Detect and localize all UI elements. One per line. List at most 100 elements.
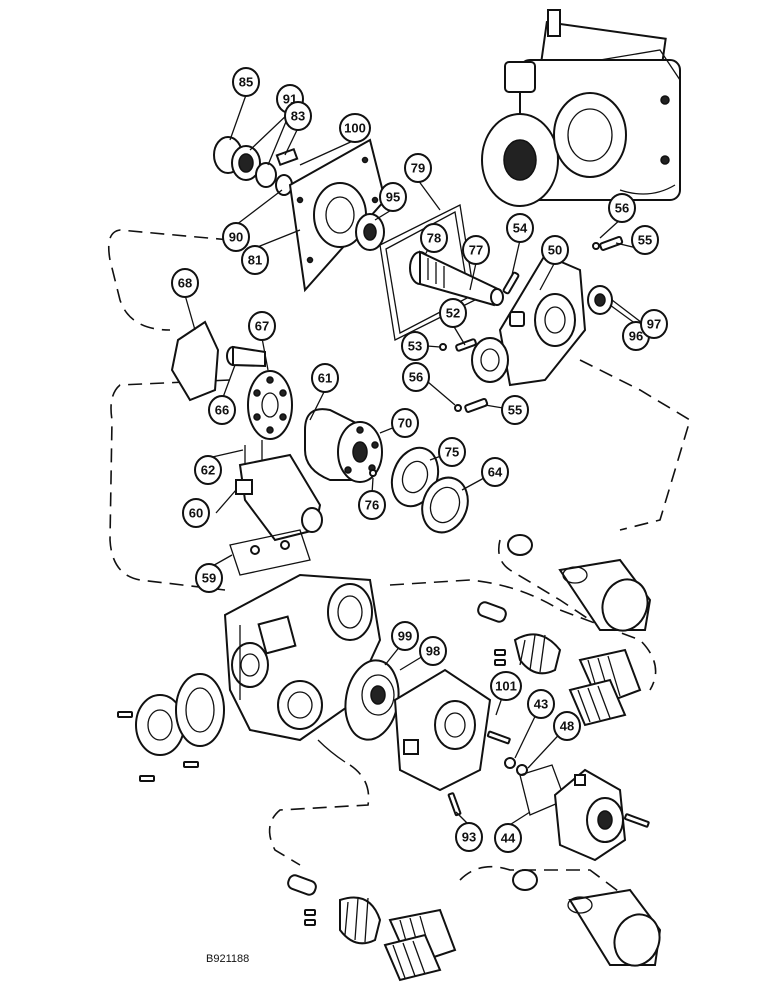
callout-55: 55 (631, 225, 659, 255)
callout-60: 60 (182, 498, 210, 528)
callout-75: 75 (438, 437, 466, 467)
callout-number: 76 (365, 498, 379, 513)
callout-ring (232, 67, 260, 97)
callout-ring (194, 455, 222, 485)
callout-ring (339, 113, 371, 143)
callout-97: 97 (640, 309, 668, 339)
callout-ring (462, 235, 490, 265)
callout-ring (222, 222, 250, 252)
callout-number: 62 (201, 463, 215, 478)
callout-ring (402, 362, 430, 392)
callout-number: 101 (495, 679, 517, 694)
callout-43: 43 (527, 689, 555, 719)
callout-ring (455, 822, 483, 852)
callout-78: 78 (420, 223, 448, 253)
callout-56: 56 (608, 193, 636, 223)
callout-70: 70 (391, 408, 419, 438)
callout-ring (391, 621, 419, 651)
callout-number: 100 (344, 121, 366, 136)
callout-ring (311, 363, 339, 393)
callout-99: 99 (391, 621, 419, 651)
callout-layer: 8591831007990819578775450565568675253969… (171, 67, 668, 853)
group-outline-bottom (459, 865, 631, 901)
callout-ring (506, 213, 534, 243)
callout-101: 101 (490, 671, 522, 701)
callout-number: 55 (508, 403, 522, 418)
callout-number: 85 (239, 75, 253, 90)
callout-number: 52 (446, 306, 460, 321)
callout-ring (608, 193, 636, 223)
callout-number: 98 (426, 644, 440, 659)
callout-44: 44 (494, 823, 522, 853)
callout-number: 90 (229, 230, 243, 245)
callout-ring (553, 711, 581, 741)
callout-number: 56 (409, 370, 423, 385)
callout-ring (490, 671, 522, 701)
parts-servo-upper (477, 534, 652, 727)
callout-number: 83 (291, 109, 305, 124)
group-outline-lower (268, 764, 370, 866)
callout-93: 93 (455, 822, 483, 852)
callout-59: 59 (195, 563, 223, 593)
callout-ring (208, 395, 236, 425)
callout-number: 48 (560, 719, 574, 734)
callout-ring (631, 225, 659, 255)
callout-ring (284, 101, 312, 131)
callout-number: 79 (411, 161, 425, 176)
drawing-number: B921188 (206, 953, 249, 965)
callout-53: 53 (401, 331, 429, 361)
callout-98: 98 (419, 636, 447, 666)
group-outline-left (109, 379, 231, 591)
parts-upper (213, 136, 624, 413)
callout-66: 66 (208, 395, 236, 425)
callout-ring (358, 490, 386, 520)
callout-number: 53 (408, 339, 422, 354)
callout-number: 78 (427, 231, 441, 246)
callout-number: 95 (386, 190, 400, 205)
callout-61: 61 (311, 363, 339, 393)
parts-housing (117, 573, 382, 782)
callout-ring (248, 311, 276, 341)
callout-number: 75 (445, 445, 459, 460)
callout-68: 68 (171, 268, 199, 298)
callout-number: 70 (398, 416, 412, 431)
callout-54: 54 (506, 213, 534, 243)
callout-number: 97 (647, 317, 661, 332)
callout-number: 96 (629, 329, 643, 344)
callout-56: 56 (402, 362, 430, 392)
callout-ring (501, 395, 529, 425)
callout-number: 50 (548, 243, 562, 258)
callout-number: 68 (178, 276, 192, 291)
callout-ring (171, 268, 199, 298)
callout-number: 81 (248, 253, 262, 268)
callout-ring (527, 689, 555, 719)
callout-ring (481, 457, 509, 487)
callout-number: 66 (215, 403, 229, 418)
callout-number: 61 (318, 371, 332, 386)
callout-95: 95 (379, 182, 407, 212)
callout-number: 77 (469, 243, 483, 258)
callout-number: 93 (462, 830, 476, 845)
callout-50: 50 (541, 235, 569, 265)
group-outline-right (497, 539, 591, 621)
callout-ring (494, 823, 522, 853)
parts-charge-pump (344, 659, 650, 862)
callout-ring (640, 309, 668, 339)
callout-83: 83 (284, 101, 312, 131)
callout-ring (541, 235, 569, 265)
group-outline-upper (107, 229, 231, 331)
callout-ring (391, 408, 419, 438)
callout-55: 55 (501, 395, 529, 425)
group-outline-middle (579, 359, 691, 531)
callout-number: 43 (534, 697, 548, 712)
callout-67: 67 (248, 311, 276, 341)
callout-number: 64 (488, 465, 503, 480)
callout-number: 56 (615, 201, 629, 216)
parts-middle (170, 320, 469, 534)
callout-ring (420, 223, 448, 253)
callout-ring (182, 498, 210, 528)
callout-76: 76 (358, 490, 386, 520)
callout-100: 100 (339, 113, 371, 143)
